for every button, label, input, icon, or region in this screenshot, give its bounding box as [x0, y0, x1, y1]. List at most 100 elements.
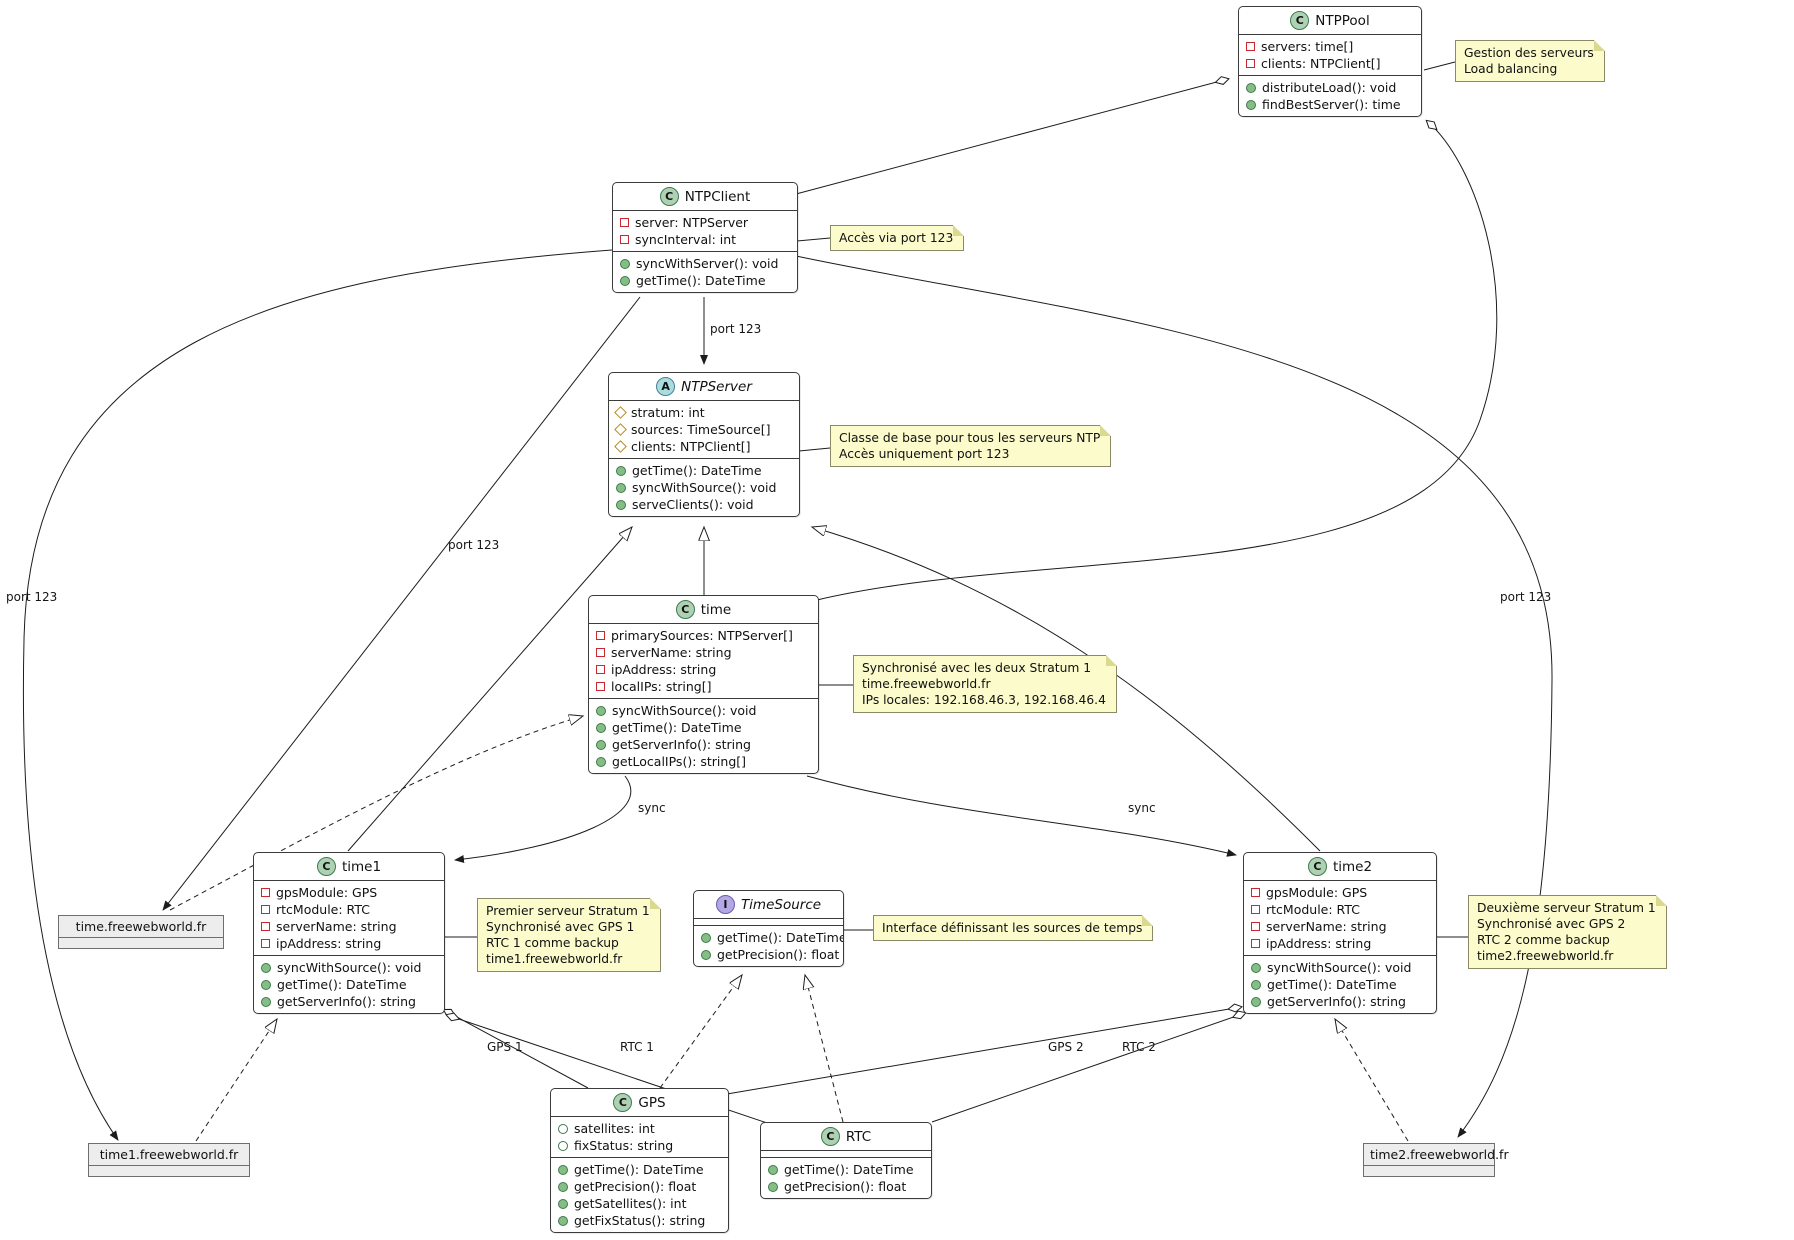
note-premier-serveur: Premier serveur Stratum 1 Synchronisé av… [477, 898, 661, 972]
attributes-section: server: NTPServer syncInterval: int [613, 210, 797, 251]
method: getTime(): DateTime [694, 929, 843, 946]
attribute: localIPs: string[] [589, 678, 818, 695]
attribute: rtcModule: RTC [254, 901, 444, 918]
method: getTime(): DateTime [1244, 976, 1436, 993]
method: getPrecision(): float [694, 946, 843, 963]
method: getTime(): DateTime [609, 462, 799, 479]
method: getServerInfo(): string [589, 736, 818, 753]
edge-label-rtc1: RTC 1 [620, 1040, 654, 1054]
attribute: clients: NTPClient[] [609, 438, 799, 455]
private-field-icon [596, 682, 605, 691]
class-ntpclient: C NTPClient server: NTPServer syncInterv… [612, 182, 798, 293]
node-label: time1.freewebworld.fr [99, 1147, 239, 1162]
class-gps-title: C GPS [551, 1089, 728, 1116]
node-label: time.freewebworld.fr [75, 919, 207, 934]
attribute: serverName: string [589, 644, 818, 661]
node-strip [1364, 1165, 1494, 1176]
edge-label-sync-time2: sync [1128, 801, 1156, 815]
public-method-icon [1251, 962, 1261, 973]
methods-section: getTime(): DateTime syncWithSource(): vo… [609, 458, 799, 516]
private-field-icon [596, 648, 605, 657]
attributes-section: primarySources: NTPServer[] serverName: … [589, 623, 818, 698]
class-name: NTPPool [1315, 12, 1370, 29]
attribute: fixStatus: string [551, 1137, 728, 1154]
edge-time-sync-time1 [454, 775, 632, 863]
attribute: gpsModule: GPS [1244, 884, 1436, 901]
method: syncWithSource(): void [1244, 959, 1436, 976]
method: getServerInfo(): string [1244, 993, 1436, 1010]
class-ntpclient-title: C NTPClient [613, 183, 797, 210]
edge-gps-implements-timesource [659, 975, 742, 1089]
node-strip [89, 1165, 249, 1176]
edge-label-port123-ntpserver: port 123 [710, 322, 762, 336]
public-method-icon [261, 962, 271, 973]
public-method-icon [1251, 979, 1261, 990]
methods-section: syncWithSource(): void getTime(): DateTi… [254, 955, 444, 1013]
public-method-icon [1251, 996, 1261, 1007]
method: distributeLoad(): void [1239, 79, 1421, 96]
edge-label-gps2: GPS 2 [1048, 1040, 1084, 1054]
attributes-section: gpsModule: GPS rtcModule: RTC serverName… [1244, 880, 1436, 955]
class-stereotype-icon: C [316, 857, 336, 876]
class-stereotype-icon: C [659, 187, 679, 206]
attributes-section: gpsModule: GPS rtcModule: RTC serverName… [254, 880, 444, 955]
private-field-icon [620, 218, 629, 227]
public-method-icon [620, 258, 630, 269]
class-time: C time primarySources: NTPServer[] serve… [588, 595, 819, 774]
class-name: NTPServer [681, 378, 752, 395]
class-time2-title: C time2 [1244, 853, 1436, 880]
node-time1-freewebworld: time1.freewebworld.fr [88, 1143, 250, 1177]
method: getSatellites(): int [551, 1195, 728, 1212]
private-field-icon [1251, 922, 1260, 931]
attributes-section: stratum: int sources: TimeSource[] clien… [609, 400, 799, 458]
method: getTime(): DateTime [589, 719, 818, 736]
method: getTime(): DateTime [613, 272, 797, 289]
public-method-icon [616, 465, 626, 476]
class-name: NTPClient [684, 188, 751, 205]
public-method-icon [701, 932, 711, 943]
attribute: servers: time[] [1239, 38, 1421, 55]
attribute: stratum: int [609, 404, 799, 421]
attributes-section [761, 1150, 931, 1157]
attribute: serverName: string [1244, 918, 1436, 935]
methods-section: syncWithServer(): void getTime(): DateTi… [613, 251, 797, 292]
edge-node-time2-dashed-time2 [1335, 1019, 1409, 1142]
public-method-icon [596, 756, 606, 767]
class-time1: C time1 gpsModule: GPS rtcModule: RTC se… [253, 852, 445, 1014]
note-interface-timesource: Interface définissant les sources de tem… [873, 915, 1154, 941]
attribute: syncInterval: int [613, 231, 797, 248]
public-field-icon [558, 1140, 568, 1151]
private-field-icon [1246, 59, 1255, 68]
edge-rtc-implements-timesource [805, 975, 844, 1123]
method: getTime(): DateTime [551, 1161, 728, 1178]
public-method-icon [768, 1181, 778, 1192]
public-method-icon [558, 1215, 568, 1226]
public-method-icon [261, 996, 271, 1007]
attribute: ipAddress: string [254, 935, 444, 952]
edge-time2-aggregates-gps [726, 1007, 1241, 1095]
edge-ntpclient-node-time [162, 296, 641, 911]
method: getServerInfo(): string [254, 993, 444, 1010]
method: getTime(): DateTime [254, 976, 444, 993]
public-method-icon [596, 705, 606, 716]
class-name: time [700, 601, 732, 618]
attribute: clients: NTPClient[] [1239, 55, 1421, 72]
public-method-icon [701, 949, 711, 960]
method: syncWithSource(): void [609, 479, 799, 496]
node-strip [59, 937, 223, 948]
methods-section: syncWithSource(): void getTime(): DateTi… [589, 698, 818, 773]
attributes-section [694, 918, 843, 925]
methods-section: getTime(): DateTime getPrecision(): floa… [551, 1157, 728, 1232]
edge-time2-aggregates-rtc [931, 1013, 1245, 1123]
node-time2-freewebworld: time2.freewebworld.fr [1363, 1143, 1509, 1177]
attribute: serverName: string [254, 918, 444, 935]
edge-label-gps1: GPS 1 [487, 1040, 523, 1054]
class-stereotype-icon: C [1290, 11, 1310, 30]
attribute: sources: TimeSource[] [609, 421, 799, 438]
edge-ntppool-aggregates-ntpclient [795, 79, 1228, 195]
private-field-icon [596, 665, 605, 674]
public-method-icon [261, 979, 271, 990]
class-timesource-title: I TimeSource [694, 891, 843, 918]
